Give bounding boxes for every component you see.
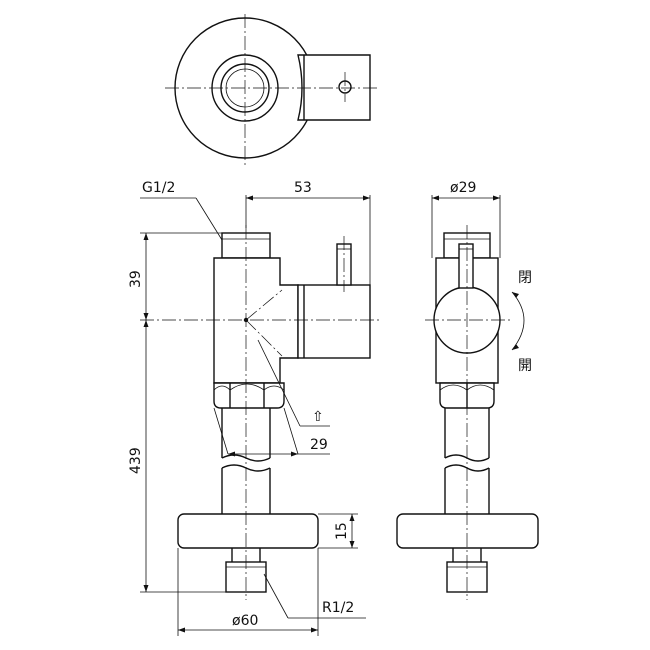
front-nut-facets [229, 382, 265, 408]
dim-53-arrow-right [363, 195, 370, 201]
front-hidden-passage-upper [245, 289, 283, 321]
front-flange [177, 513, 319, 549]
dim-15-label: 15 [334, 522, 350, 540]
dim-15-arrow-bottom [349, 541, 355, 548]
front-dimensions: 53 G1/2 39 439 29 ⇧ 15 [128, 180, 371, 636]
rotation-arc [511, 291, 525, 351]
side-flange [396, 513, 539, 549]
dim-439-arrow-bottom [143, 585, 149, 592]
front-nut-chamfer [213, 383, 285, 391]
thread-top-label: G1/2 [142, 180, 175, 196]
dim-dia29-arrow-left [432, 195, 439, 201]
rotation-arrow-top [512, 292, 519, 298]
dim-29-ext-left [213, 407, 229, 455]
dim-60-arrow-left [178, 627, 185, 633]
thread-bottom-label: R1/2 [322, 600, 354, 616]
dim-29-arrow-left [228, 451, 235, 457]
front-view [140, 225, 380, 600]
dim-60-label: ø60 [232, 613, 258, 629]
dim-dia29-arrow-right [493, 195, 500, 201]
flow-arrow-label: ⇧ [312, 409, 324, 425]
front-hidden-passage-lower [245, 319, 283, 357]
front-valve-body [213, 257, 299, 384]
dim-29-ext-right [283, 407, 299, 455]
dim-dia29-label: ø29 [450, 180, 476, 196]
dim-39-label: 39 [128, 270, 144, 288]
dim-53-arrow-left [246, 195, 253, 201]
dim-39-arrow-top [143, 233, 149, 240]
top-view [165, 14, 380, 165]
dim-53-label: 53 [294, 180, 312, 196]
top-view-handle-block [297, 54, 371, 121]
dim-29-label: 29 [310, 437, 328, 453]
dim-439-arrow-top [143, 320, 149, 327]
flow-leader-diag [257, 339, 301, 427]
thread-top-leader-diag [195, 197, 223, 241]
dim-39-arrow-bottom [143, 313, 149, 320]
dim-60-arrow-right [311, 627, 318, 633]
side-lever [458, 243, 474, 289]
dim-15-arrow-top [349, 514, 355, 521]
rotation-label-top: 閉 [518, 270, 532, 286]
thread-bottom-leader-diag [263, 573, 289, 619]
side-view: ø29 閉 開 [396, 180, 539, 600]
rotation-label-bottom: 開 [518, 358, 532, 374]
dim-29-arrow-right [291, 451, 298, 457]
front-handle-cylinder [297, 284, 371, 359]
dim-439-label: 439 [128, 447, 144, 474]
rotation-arrow-bottom [512, 344, 519, 350]
